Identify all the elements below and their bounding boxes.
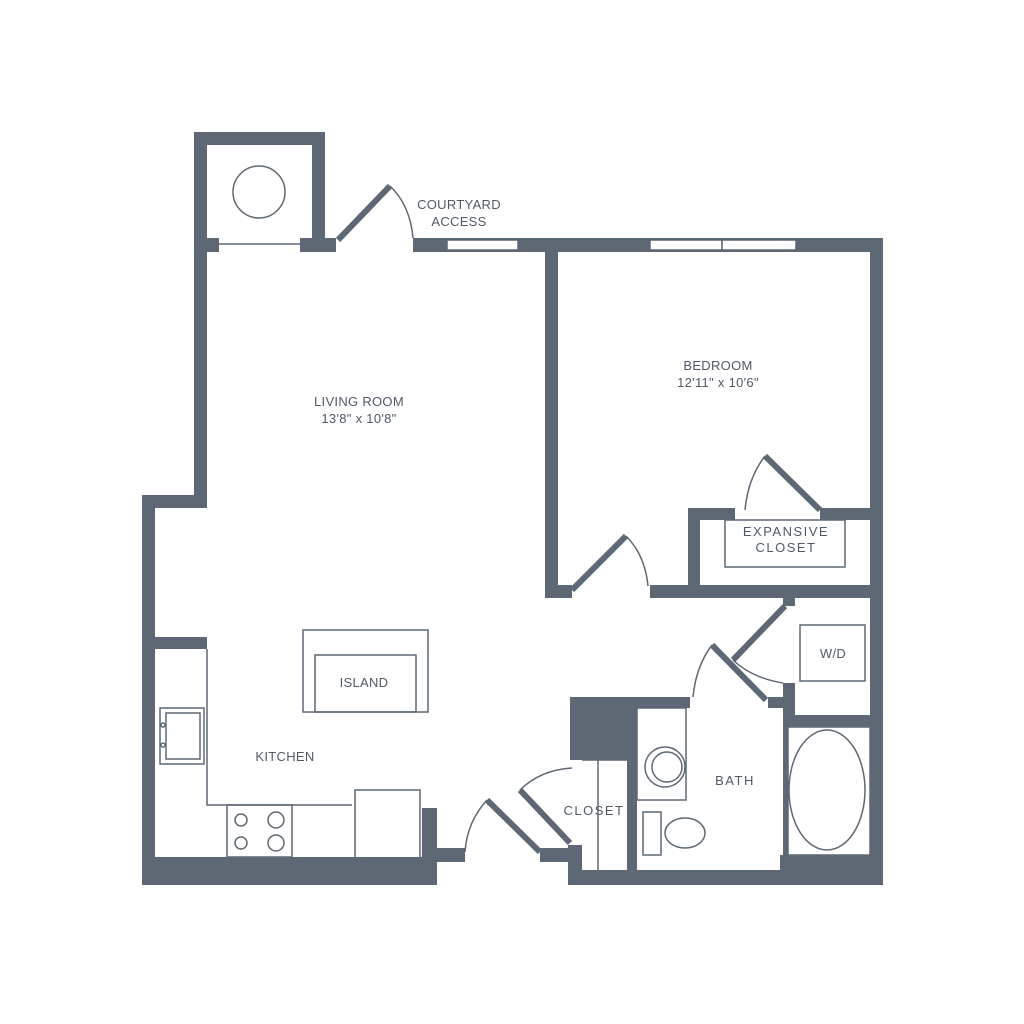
closet-label: CLOSET <box>563 803 624 818</box>
bathtub <box>787 726 871 856</box>
refrigerator <box>354 789 421 869</box>
toilet-tank <box>642 811 662 856</box>
closet-shelf <box>724 519 846 568</box>
windows <box>446 239 797 251</box>
kitchen-sink <box>159 707 205 765</box>
courtyard-label: COURTYARD <box>417 197 501 212</box>
stove <box>226 804 293 858</box>
doors <box>335 183 823 855</box>
kitchen-counter <box>206 649 352 806</box>
labels: COURTYARD ACCESS LIVING ROOM 13'8" x 10'… <box>255 197 846 818</box>
utility-circle <box>232 165 286 219</box>
expansive-closet-label: CLOSET <box>755 540 816 555</box>
kitchen-label: KITCHEN <box>255 749 314 764</box>
island-label: ISLAND <box>340 675 389 690</box>
fixtures <box>159 165 871 870</box>
bath-sink <box>644 746 686 788</box>
wd-label: W/D <box>820 646 846 661</box>
bath-label: BATH <box>715 773 755 788</box>
courtyard-label: ACCESS <box>431 214 486 229</box>
toilet-bowl <box>664 817 706 849</box>
living-room-label: LIVING ROOM <box>314 394 404 409</box>
bedroom-dims: 12'11" x 10'6" <box>677 375 759 390</box>
vanity <box>636 707 687 801</box>
living-room-dims: 13'8" x 10'8" <box>321 411 396 426</box>
island-outer <box>302 629 429 713</box>
expansive-closet-label: EXPANSIVE <box>743 524 829 539</box>
island-inner <box>314 654 417 713</box>
bedroom-label: BEDROOM <box>683 358 752 373</box>
washer-dryer <box>799 624 866 682</box>
